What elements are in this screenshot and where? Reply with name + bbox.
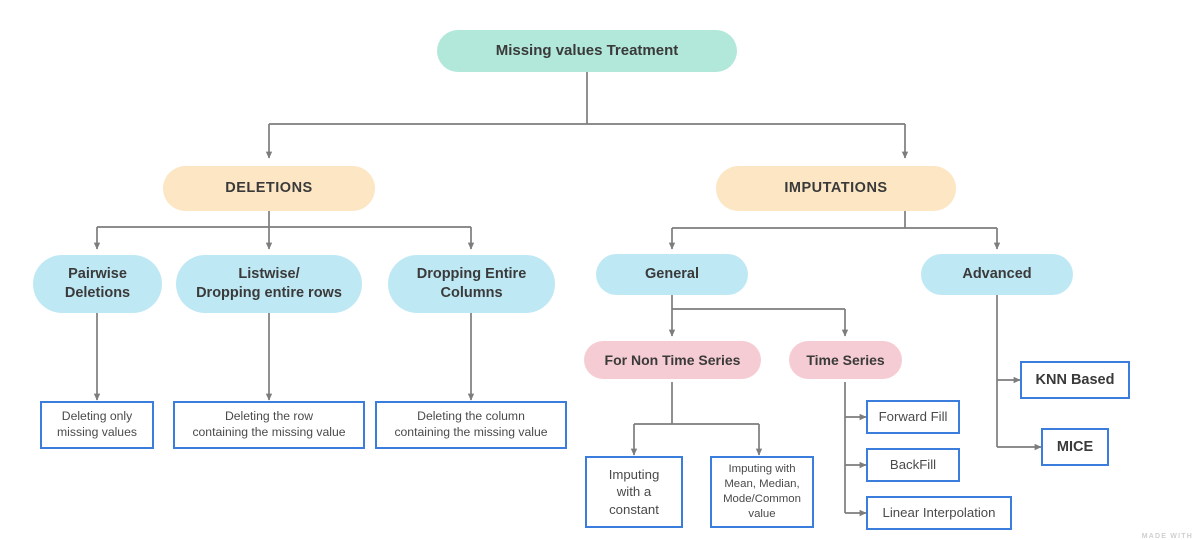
node-forward-fill[interactable]: Forward Fill bbox=[866, 400, 960, 434]
node-listwise-dropping-rows[interactable]: Listwise/ Dropping entire rows bbox=[176, 255, 362, 313]
node-deletions[interactable]: DELETIONS bbox=[163, 166, 375, 211]
node-label: MICE bbox=[1056, 438, 1094, 455]
node-label: DELETIONS bbox=[225, 180, 313, 197]
node-time-series[interactable]: Time Series bbox=[789, 341, 902, 379]
node-label: Forward Fill bbox=[878, 409, 948, 425]
node-label-line2: Deletions bbox=[64, 285, 131, 301]
watermark-label: MADE WITH bbox=[1141, 533, 1193, 540]
node-label-line2: Columns bbox=[440, 285, 503, 301]
node-pairwise-deletions[interactable]: Pairwise Deletions bbox=[33, 255, 162, 313]
node-label-line2: with a bbox=[616, 484, 652, 500]
node-label-line1: Deleting only bbox=[61, 409, 133, 424]
node-label: For Non Time Series bbox=[604, 351, 741, 368]
node-label: Time Series bbox=[806, 351, 885, 368]
node-advanced[interactable]: Advanced bbox=[921, 254, 1073, 295]
node-deleting-the-column[interactable]: Deleting the column containing the missi… bbox=[375, 401, 567, 449]
node-label: Advanced bbox=[962, 266, 1032, 283]
node-label-line3: Mode/Common bbox=[723, 493, 801, 505]
node-label: Linear Interpolation bbox=[882, 505, 996, 521]
node-label: KNN Based bbox=[1035, 371, 1115, 388]
node-label-line1: Imputing with bbox=[728, 463, 796, 476]
node-label-line1: Dropping Entire bbox=[416, 266, 527, 283]
node-mice[interactable]: MICE bbox=[1041, 428, 1109, 466]
node-missing-values-treatment[interactable]: Missing values Treatment bbox=[437, 30, 737, 72]
node-label: BackFill bbox=[889, 457, 937, 473]
node-label-line2: containing the missing value bbox=[192, 425, 346, 439]
node-label-line1: Listwise/ bbox=[238, 266, 300, 283]
node-label-line1: Deleting the column bbox=[417, 409, 525, 424]
node-label-line2: missing values bbox=[57, 425, 137, 439]
node-imputing-with-a-constant[interactable]: Imputing with a constant bbox=[585, 456, 683, 528]
node-label-line2: Dropping entire rows bbox=[196, 285, 342, 301]
node-label: IMPUTATIONS bbox=[784, 180, 888, 197]
node-label: Missing values Treatment bbox=[495, 42, 679, 60]
node-label: General bbox=[645, 266, 699, 283]
node-label-line2: containing the missing value bbox=[394, 425, 548, 439]
node-deleting-the-row[interactable]: Deleting the row containing the missing … bbox=[173, 401, 365, 449]
node-label-line1: Pairwise bbox=[68, 266, 127, 283]
node-knn-based[interactable]: KNN Based bbox=[1020, 361, 1130, 399]
node-label-line3: constant bbox=[609, 501, 659, 517]
node-deleting-only-missing-values[interactable]: Deleting only missing values bbox=[40, 401, 154, 449]
node-label-line2: Mean, Median, bbox=[724, 478, 800, 491]
node-label-line1: Deleting the row bbox=[224, 409, 314, 424]
node-linear-interpolation[interactable]: Linear Interpolation bbox=[866, 496, 1012, 530]
node-dropping-entire-columns[interactable]: Dropping Entire Columns bbox=[388, 255, 555, 313]
node-imputing-with-mean-median-mode[interactable]: Imputing with Mean, Median, Mode/Common … bbox=[710, 456, 814, 528]
node-general[interactable]: General bbox=[596, 254, 748, 295]
node-for-non-time-series[interactable]: For Non Time Series bbox=[584, 341, 761, 379]
node-label-line4: value bbox=[748, 507, 776, 520]
node-backfill[interactable]: BackFill bbox=[866, 448, 960, 482]
node-label-line1: Imputing bbox=[608, 467, 660, 483]
node-imputations[interactable]: IMPUTATIONS bbox=[716, 166, 956, 211]
